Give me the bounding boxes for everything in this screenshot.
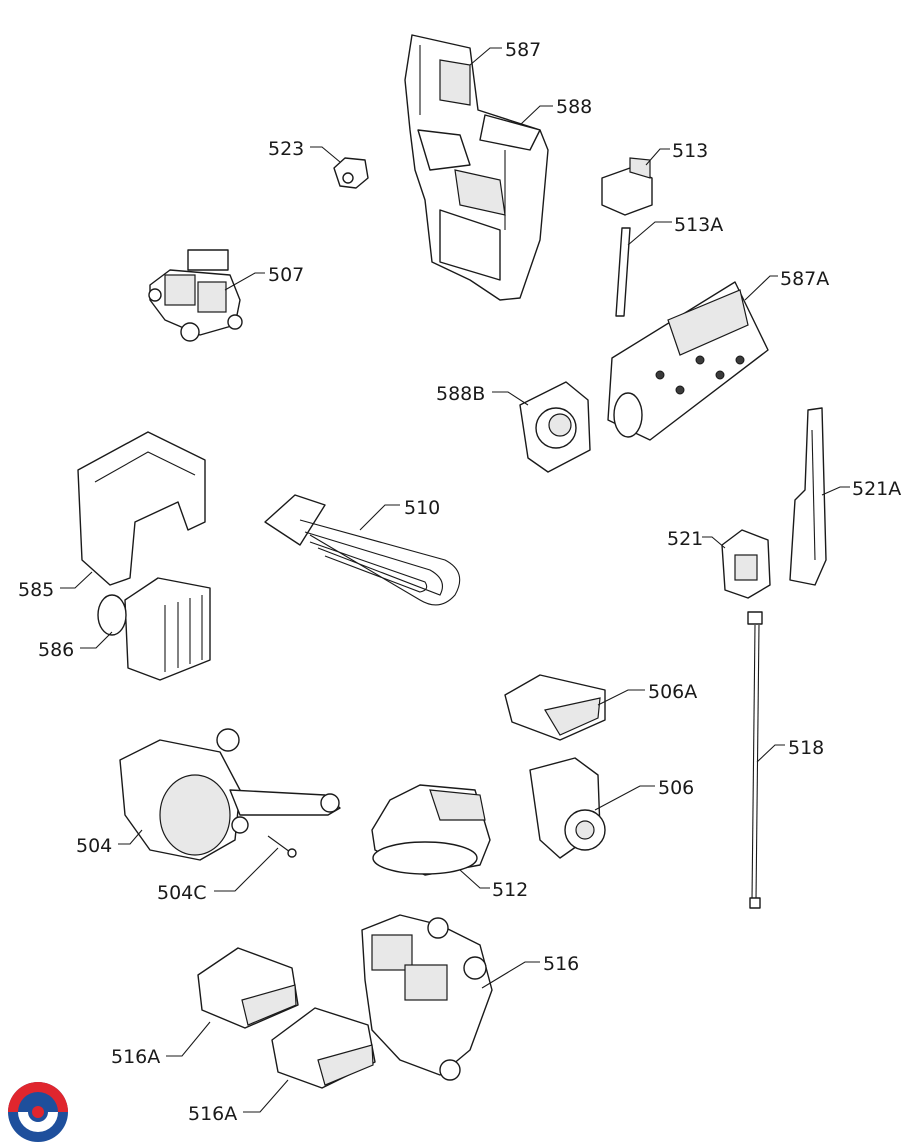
callout-587a: 587A [744, 268, 829, 301]
callout-521a-label: 521A [852, 478, 901, 500]
part-504c-screw [267, 835, 297, 858]
callout-523-label: 523 [268, 138, 304, 160]
callout-504c-label: 504C [157, 882, 207, 904]
callout-510-label: 510 [404, 497, 440, 519]
callout-586: 586 [38, 631, 113, 661]
part-513a-rod [615, 227, 631, 317]
callout-512-label: 512 [492, 879, 528, 901]
callout-506: 506 [594, 777, 694, 811]
callout-585: 585 [18, 571, 93, 601]
part-588b-selector [519, 381, 591, 473]
part-587-588-housing [404, 34, 549, 301]
part-587a-board [607, 281, 769, 441]
callout-516-label: 516 [543, 953, 579, 975]
part-513-relay [601, 157, 653, 216]
callout-587a-label: 587A [780, 268, 829, 290]
callout-516a-1: 516A [111, 1021, 211, 1068]
part-586-module [97, 577, 211, 681]
callout-587: 587 [469, 39, 541, 66]
callout-518-label: 518 [788, 737, 824, 759]
part-504-motor [119, 728, 341, 861]
callout-504: 504 [76, 829, 143, 857]
callout-585-label: 585 [18, 579, 54, 601]
callout-506a-label: 506A [648, 681, 697, 703]
callout-516a-2-label: 516A [188, 1103, 237, 1125]
part-516a-cover-2 [271, 1007, 376, 1089]
part-518-cable [747, 611, 763, 909]
callout-510: 510 [359, 497, 440, 531]
callout-506a: 506A [597, 681, 697, 706]
part-523-clip [333, 157, 369, 189]
part-512-bracket [371, 784, 491, 876]
callout-506-label: 506 [658, 777, 694, 799]
part-506a-pump-cover [504, 674, 606, 741]
callout-521-label: 521 [667, 528, 703, 550]
callout-518: 518 [756, 737, 824, 763]
callout-504c: 504C [157, 847, 279, 904]
part-521-door-lock [721, 529, 771, 599]
callout-513: 513 [645, 140, 708, 166]
callout-504-label: 504 [76, 835, 112, 857]
callout-521a: 521A [821, 478, 901, 500]
callout-588b: 588B [436, 383, 529, 406]
callout-587-label: 587 [505, 39, 541, 61]
part-507-inlet-valve [148, 249, 243, 342]
part-506-pump [529, 757, 606, 859]
callout-516: 516 [481, 953, 579, 989]
part-516a-cover-1 [197, 947, 299, 1029]
callout-521: 521 [667, 528, 726, 550]
callout-513a-label: 513A [674, 214, 723, 236]
part-585-cover [77, 431, 206, 586]
callout-513a: 513A [627, 214, 723, 246]
callout-588-label: 588 [556, 96, 592, 118]
part-510-heater [264, 494, 461, 606]
callout-588b-label: 588B [436, 383, 485, 405]
callout-588: 588 [519, 96, 592, 126]
callout-513-label: 513 [672, 140, 708, 162]
callout-523: 523 [268, 138, 341, 163]
callout-512: 512 [459, 869, 528, 901]
callout-586-label: 586 [38, 639, 74, 661]
callout-507-label: 507 [268, 264, 304, 286]
part-521a-rail [789, 407, 827, 586]
part-516-pump-assembly [361, 914, 493, 1081]
callout-516a-1-label: 516A [111, 1046, 160, 1068]
callout-507: 507 [224, 264, 304, 291]
brand-swirl-logo-icon [8, 1082, 68, 1142]
callout-516a-2: 516A [188, 1079, 289, 1125]
